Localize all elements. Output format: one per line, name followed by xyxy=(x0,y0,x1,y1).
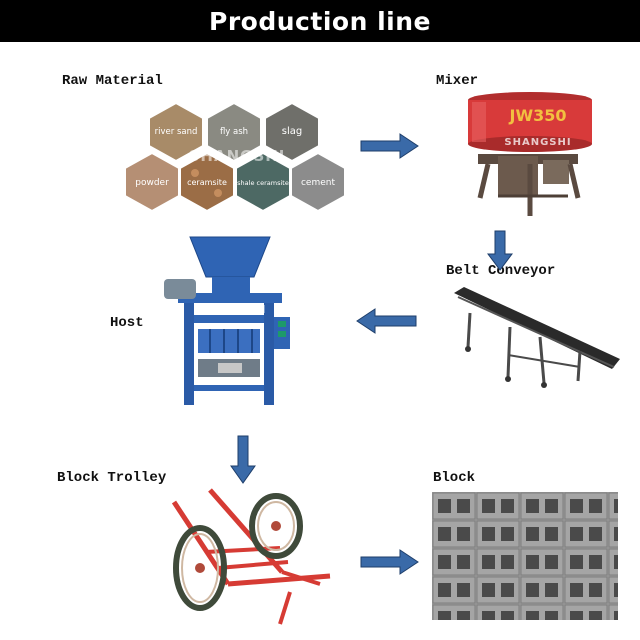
watermark-text: SHANGSHI xyxy=(189,147,286,165)
label-block: Block xyxy=(433,470,476,486)
mixer-image: JW350 SHANGSHI xyxy=(468,92,592,216)
hex-cement: cement xyxy=(290,152,346,212)
hex-label: fly ash xyxy=(220,127,248,137)
hex-river-sand: river sand xyxy=(148,102,204,162)
raw-material-image: river sand fly ash slag powder ceramsite… xyxy=(124,102,350,213)
arrow-right-icon xyxy=(360,133,419,159)
hex-label: slag xyxy=(282,126,302,137)
label-raw-material: Raw Material xyxy=(62,73,163,89)
label-mixer: Mixer xyxy=(436,73,479,89)
hex-slag: slag xyxy=(264,102,320,162)
hex-shale-ceramsite: shale ceramsite xyxy=(235,152,291,212)
watermark-text: SHANGSHI xyxy=(504,137,571,148)
hex-fly-ash: fly ash xyxy=(206,102,262,162)
hex-label: ceramsite xyxy=(187,178,227,187)
label-host: Host xyxy=(110,315,144,331)
mixer-badge: JW350 xyxy=(509,106,567,125)
arrow-down-icon xyxy=(230,435,256,484)
concrete-blocks-image xyxy=(432,492,618,620)
arrow-right-icon xyxy=(360,549,419,575)
raw-material-hexagons: river sand fly ash slag powder ceramsite… xyxy=(124,102,346,212)
page-title: Production line xyxy=(209,6,431,36)
host-machine-image: SHANGSHI xyxy=(164,236,290,405)
arrow-left-icon xyxy=(356,308,417,334)
label-belt-conveyor: Belt Conveyor xyxy=(446,263,556,279)
label-block-trolley: Block Trolley xyxy=(57,470,167,486)
block-trolley-image xyxy=(171,488,331,625)
hex-ceramsite: ceramsite xyxy=(179,152,235,212)
title-banner: Production line xyxy=(0,0,640,42)
hex-label: river sand xyxy=(155,127,198,137)
watermark-text: SHANGSHI xyxy=(193,303,266,316)
arrow-down-icon xyxy=(487,230,513,271)
hex-label: shale ceramsite xyxy=(237,179,289,187)
hex-label: powder xyxy=(135,178,169,188)
belt-conveyor-image xyxy=(454,287,620,388)
hex-powder: powder xyxy=(124,152,180,212)
hex-label: cement xyxy=(301,178,335,188)
